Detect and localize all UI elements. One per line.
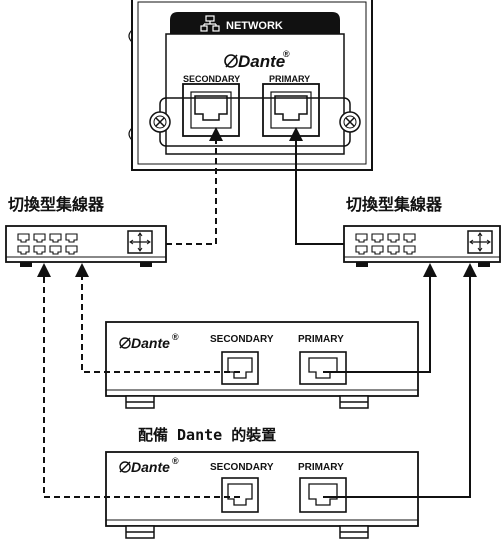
svg-text:®: ® (283, 49, 290, 59)
switch-right-label: 切換型集線器 (346, 195, 443, 214)
network-icon (200, 15, 220, 32)
switch-uplink-icon (467, 230, 493, 254)
switch-left (5, 225, 167, 267)
screw-left (149, 111, 171, 133)
secondary-link-device2-to-left-switch (37, 263, 240, 498)
svg-text:®: ® (172, 456, 179, 466)
secondary-link-panel-to-left-switch (166, 127, 223, 245)
device-2-primary-label: PRIMARY (298, 462, 344, 473)
device-1-primary-label: PRIMARY (298, 334, 344, 345)
device-2-primary-port (299, 477, 347, 513)
devices-caption: 配備 Dante 的裝置 (138, 426, 276, 444)
ethernet-port-icon (355, 233, 416, 255)
device-1-brand: Dante (131, 335, 170, 351)
switch-uplink-icon (127, 230, 153, 254)
primary-link-device2-to-right-switch (323, 263, 477, 498)
primary-link-device1-to-right-switch (323, 263, 437, 373)
device-1-primary-port (299, 351, 347, 385)
screw-right (339, 111, 361, 133)
primary-port-label: PRIMARY (269, 74, 310, 84)
ethernet-port-icon (17, 233, 78, 255)
device-2-secondary-port (221, 477, 259, 513)
device-1-secondary-label: SECONDARY (210, 334, 274, 345)
switch-right (343, 225, 501, 267)
dante-logo-icon (119, 461, 131, 473)
device-2-secondary-label: SECONDARY (210, 462, 274, 473)
dante-logo-icon (224, 54, 238, 68)
secondary-link-device1-to-left-switch (75, 263, 240, 373)
dante-device-2: Dante ® SECONDARY PRIMARY (105, 451, 419, 539)
dante-logo-icon (119, 337, 131, 349)
device-2-brand: Dante (131, 459, 170, 475)
dante-device-1: Dante ® SECONDARY PRIMARY (105, 321, 419, 409)
primary-link-panel-to-right-switch (289, 127, 344, 245)
network-module: NETWORK Dante ® SECONDARY PRIMARY (128, 0, 373, 171)
dante-brand-text: Dante (238, 52, 285, 71)
switch-left-label: 切換型集線器 (8, 195, 105, 214)
secondary-port-label: SECONDARY (183, 74, 240, 84)
network-title: NETWORK (226, 20, 283, 32)
svg-text:®: ® (172, 332, 179, 342)
